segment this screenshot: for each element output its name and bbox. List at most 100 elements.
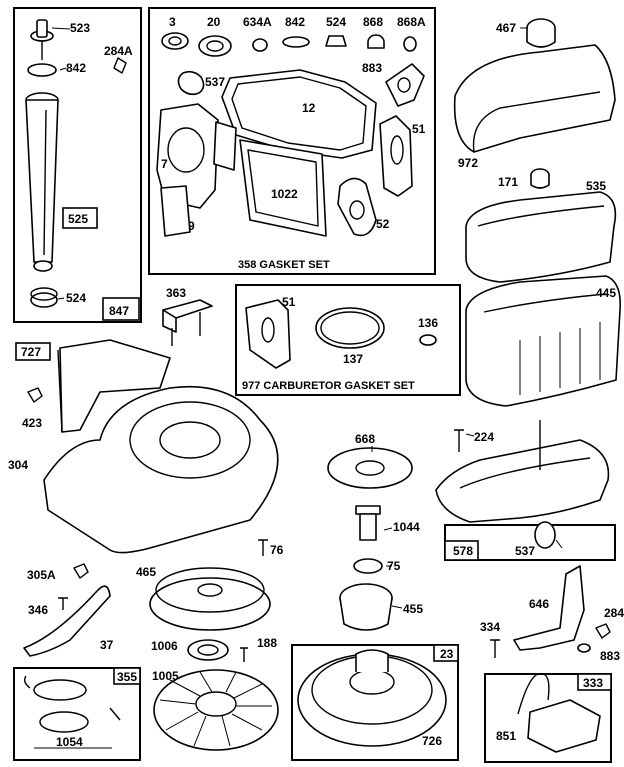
label-37: 37: [100, 638, 114, 652]
starter-cup-465-part: [149, 567, 271, 631]
label-537-a: 537: [205, 75, 225, 89]
label-445: 445: [596, 286, 616, 300]
label-535: 535: [586, 179, 606, 193]
label-537-b: 537: [515, 544, 535, 558]
gasket-537b-part: [534, 521, 556, 549]
label-972: 972: [458, 156, 478, 170]
label-465: 465: [136, 565, 156, 579]
nut-883-right-part: [577, 643, 591, 653]
label-51-b: 51: [282, 295, 296, 309]
screw-334-part: [490, 639, 500, 658]
label-137: 137: [343, 352, 363, 366]
carburetor-gasket-set-frame: [235, 284, 461, 396]
label-1044: 1044: [393, 520, 420, 534]
label-1005: 1005: [152, 669, 179, 683]
label-883: 883: [362, 61, 382, 75]
label-284-right: 284: [604, 606, 624, 620]
label-646: 646: [529, 597, 549, 611]
label-524-top: 524: [326, 15, 346, 29]
label-1054: 1054: [56, 735, 83, 749]
label-1006: 1006: [151, 639, 178, 653]
label-842-left: 842: [66, 61, 86, 75]
air-cleaner-base-part: [435, 439, 610, 523]
plate-668-part: [327, 447, 413, 489]
caption-carburetor-gasket-set: 977 CARBURETOR GASKET SET: [242, 380, 415, 392]
gasket-7-part: [156, 103, 219, 209]
oil-cap-524-part: [30, 287, 58, 308]
label-23: 23: [440, 647, 454, 661]
label-304: 304: [8, 458, 28, 472]
label-346: 346: [28, 603, 48, 617]
ignition-coil-851-part: [517, 672, 601, 753]
label-305a: 305A: [27, 568, 56, 582]
label-3: 3: [169, 15, 176, 29]
gasket-51a-part: [379, 115, 413, 197]
dipstick-tube-part: [25, 19, 59, 272]
gasket-12-part: [221, 69, 377, 159]
label-188: 188: [257, 636, 277, 650]
screw-76-part: [258, 539, 268, 556]
gasket-883-part: [385, 63, 425, 107]
blower-housing-304-part: [43, 385, 279, 554]
bracket-363-part: [162, 299, 213, 346]
label-668: 668: [355, 432, 375, 446]
gasket-52-part: [337, 177, 377, 237]
seal-868a-part: [403, 36, 417, 52]
knob-467-part: [526, 18, 556, 62]
tag-847-box: [102, 297, 140, 321]
label-355: 355: [117, 670, 137, 684]
label-726: 726: [422, 734, 442, 748]
gasket-1022-part: [239, 139, 327, 237]
screw-284-right-part: [595, 623, 611, 639]
label-883-right: 883: [600, 649, 620, 663]
filter-pleats: [519, 322, 601, 395]
screw-284a-part: [113, 57, 127, 74]
pre-cleaner-535-part: [465, 191, 617, 283]
cup-455-part: [339, 583, 393, 631]
label-51-a: 51: [412, 122, 426, 136]
air-guide-727-part: [59, 339, 171, 433]
label-334: 334: [480, 620, 500, 634]
label-224: 224: [474, 430, 494, 444]
ground-strap-37-part: [23, 585, 111, 657]
gasket-51b-part: [245, 299, 291, 369]
gasket-set-frame: [148, 7, 436, 275]
label-868a: 868A: [397, 15, 426, 29]
screw-224-part: [454, 429, 464, 452]
air-cleaner-cover-972-part: [453, 44, 616, 153]
gasket-9-part: [160, 185, 191, 237]
nut-171-part: [530, 168, 550, 189]
label-171: 171: [498, 175, 518, 189]
label-12: 12: [302, 101, 316, 115]
gasket-537-part: [177, 70, 205, 96]
flywheel-frame: [291, 644, 459, 761]
tag-333-box: [577, 673, 612, 691]
washer-136-part: [419, 334, 437, 346]
screw-305a-part: [73, 563, 89, 579]
gasket-137-part: [315, 307, 385, 349]
label-1022: 1022: [271, 187, 298, 201]
screw-188-part: [240, 647, 248, 662]
label-524-left: 524: [66, 291, 86, 305]
label-634a: 634A: [243, 15, 272, 29]
label-727: 727: [21, 345, 41, 359]
gasket-small-part: [213, 121, 237, 171]
caption-gasket-set: 358 GASKET SET: [238, 259, 330, 271]
label-9: 9: [188, 219, 195, 233]
dipstick-kit-frame: [13, 7, 142, 323]
seal-3-part: [161, 32, 189, 50]
label-523: 523: [70, 21, 90, 35]
label-851: 851: [496, 729, 516, 743]
wire-kit-frame: [13, 667, 141, 761]
seal-20-part: [198, 35, 232, 57]
tag-355-box: [113, 667, 141, 685]
fan-1005-part: [153, 669, 279, 751]
seal-868-part: [367, 34, 385, 49]
label-455: 455: [403, 602, 423, 616]
label-52: 52: [376, 217, 390, 231]
bracket-646-part: [513, 565, 585, 651]
ignition-coil-frame: [484, 673, 612, 763]
label-525: 525: [68, 212, 88, 226]
label-363: 363: [166, 286, 186, 300]
